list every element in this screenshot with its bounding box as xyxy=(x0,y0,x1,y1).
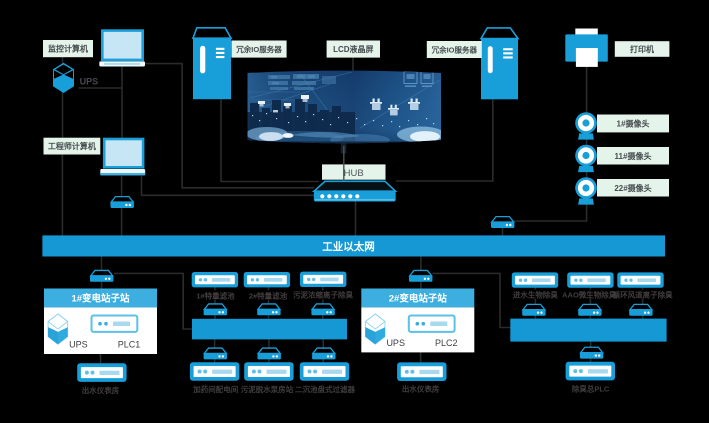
svg-text:工业以太网: 工业以太网 xyxy=(322,240,375,253)
svg-text:1#特量滤池: 1#特量滤池 xyxy=(196,290,235,300)
svg-text:出水仪表房: 出水仪表房 xyxy=(402,384,440,394)
svg-text:循环风道离子除臭: 循环风道离子除臭 xyxy=(613,289,673,299)
svg-text:2#变电站子站: 2#变电站子站 xyxy=(389,293,448,305)
svg-text:出水仪表房: 出水仪表房 xyxy=(82,385,120,395)
svg-text:22#摄像头: 22#摄像头 xyxy=(614,183,651,193)
svg-text:LCD液晶屏: LCD液晶屏 xyxy=(333,44,373,54)
svg-text:UPS: UPS xyxy=(80,77,99,87)
svg-text:污泥浓缩离子除臭: 污泥浓缩离子除臭 xyxy=(293,289,353,299)
svg-text:污泥脱水泵房站: 污泥脱水泵房站 xyxy=(241,384,294,394)
svg-text:除臭总PLC: 除臭总PLC xyxy=(572,384,610,394)
svg-text:11#摄像头: 11#摄像头 xyxy=(615,151,652,161)
svg-text:冗余IO服务器: 冗余IO服务器 xyxy=(432,44,478,54)
svg-text:2#特量滤池: 2#特量滤池 xyxy=(249,290,288,300)
svg-text:工程师计算机: 工程师计算机 xyxy=(48,141,96,151)
svg-text:二沉池盘式过滤器: 二沉池盘式过滤器 xyxy=(295,384,355,394)
svg-text:AAO微生物除臭: AAO微生物除臭 xyxy=(562,289,617,299)
svg-text:PLC2: PLC2 xyxy=(435,338,458,348)
svg-text:1#变电站子站: 1#变电站子站 xyxy=(71,293,130,305)
svg-text:HUB: HUB xyxy=(344,168,364,179)
svg-text:冗余IO服务器: 冗余IO服务器 xyxy=(236,44,282,54)
svg-text:加药间配电间: 加药间配电间 xyxy=(192,384,238,394)
svg-text:UPS: UPS xyxy=(69,339,88,349)
svg-text:UPS: UPS xyxy=(386,338,405,348)
svg-text:进水生物除臭: 进水生物除臭 xyxy=(513,289,558,299)
svg-text:监控计算机: 监控计算机 xyxy=(48,44,88,54)
svg-text:PLC1: PLC1 xyxy=(118,339,141,349)
svg-text:1#摄像头: 1#摄像头 xyxy=(617,119,650,129)
svg-text:打印机: 打印机 xyxy=(630,44,654,54)
